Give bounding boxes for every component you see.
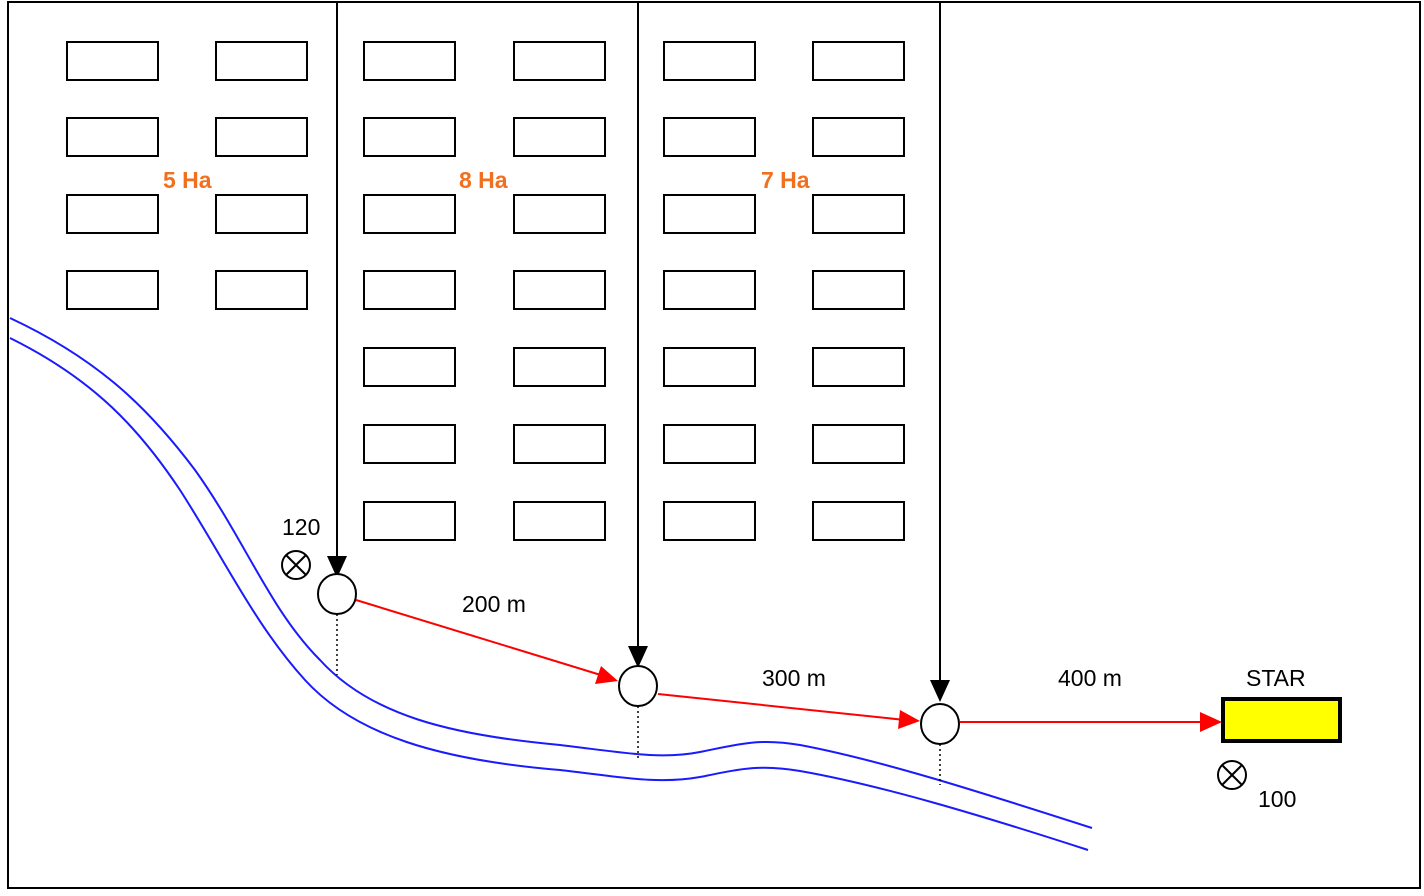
area-label-1: 5 Ha [163,167,212,193]
building-block [215,194,308,234]
pipe-1 [355,599,605,677]
building-block [363,194,456,234]
building-block [363,270,456,310]
river-bank-lower [9,337,1089,851]
elevation-marker-icon [281,550,311,580]
boundary-arrowhead-1 [327,556,347,578]
area-label-2: 8 Ha [459,167,508,193]
area-label-3: 7 Ha [761,167,810,193]
building-block [513,424,606,464]
sewer-pipes [355,599,1222,732]
elevation-label-2: 100 [1258,786,1296,812]
building-block [363,41,456,81]
station-label: STAR [1246,665,1306,691]
boundary-arrowhead-3 [930,680,950,702]
building-block [513,194,606,234]
diagram-frame [7,1,1421,889]
building-block [663,501,756,541]
building-block [513,41,606,81]
building-block [812,424,905,464]
river-bank-upper [9,317,1093,829]
building-block [363,424,456,464]
building-block [663,270,756,310]
boundary-arrowhead-2 [628,646,648,668]
manhole-icon [317,573,357,615]
building-block [66,194,159,234]
building-block [513,501,606,541]
building-block [663,424,756,464]
segment-length-2: 300 m [762,665,826,691]
building-block [812,270,905,310]
manholes [317,573,960,745]
building-block [812,117,905,157]
segment-length-1: 200 m [462,591,526,617]
outfall-drops [336,614,941,785]
building-block [663,117,756,157]
building-block [812,194,905,234]
pipe-2-arrowhead [898,710,920,729]
building-block [66,41,159,81]
elevation-marker-icon [1217,760,1247,790]
building-block [363,117,456,157]
building-block [363,501,456,541]
building-block [66,270,159,310]
river [9,317,1093,851]
elevation-label-1: 120 [282,514,320,540]
building-block [513,347,606,387]
building-block [663,41,756,81]
building-block [215,41,308,81]
pipe-2 [657,693,906,721]
building-blocks [66,41,905,541]
building-block [812,501,905,541]
pipe-1-arrowhead [595,666,618,684]
building-block [663,347,756,387]
building-block [513,270,606,310]
catchment-boundaries [327,2,950,702]
treatment-station-box [1221,697,1342,743]
building-block [812,41,905,81]
manhole-icon [920,703,960,745]
pipe-3-arrowhead [1200,712,1222,732]
building-block [513,117,606,157]
manhole-icon [618,665,658,707]
building-block [66,117,159,157]
building-block [663,194,756,234]
building-block [363,347,456,387]
building-block [215,117,308,157]
building-block [812,347,905,387]
building-block [215,270,308,310]
segment-length-3: 400 m [1058,665,1122,691]
